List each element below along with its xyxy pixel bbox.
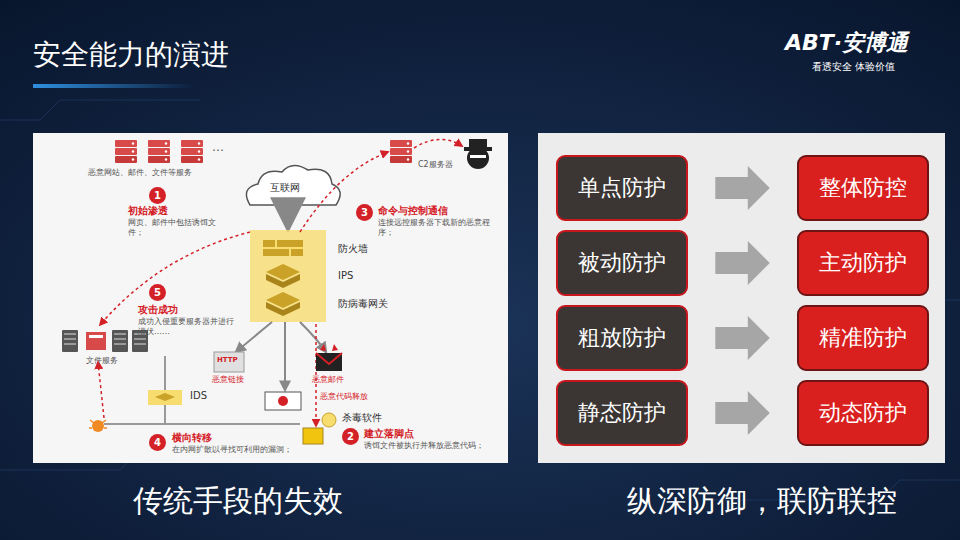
box-text: 粗放防护 [578, 323, 666, 353]
ellipsis: … [212, 140, 224, 155]
target-box: 整体防控 [797, 155, 929, 221]
step-heading: 命令与控制通信 [378, 205, 448, 218]
callout-number: 3 [356, 204, 373, 221]
step-text: 网页、邮件中包括诱饵文件； [128, 218, 228, 238]
step-heading: 横向转移 [172, 432, 212, 445]
icon-label: 文件服务 [86, 356, 118, 366]
step-heading: 攻击成功 [138, 304, 178, 317]
box-text: 被动防护 [578, 248, 666, 278]
box-text: 单点防护 [578, 173, 666, 203]
logo: ABT·安博通 [785, 29, 908, 57]
icon-label: 恶意代码释放 [320, 392, 368, 402]
legacy-box: 单点防护 [556, 155, 688, 221]
device-label: 防病毒网关 [338, 298, 388, 311]
block-arrow [715, 241, 770, 285]
target-box: 主动防护 [797, 230, 929, 296]
slide-title: 安全能力的演进 [33, 36, 229, 74]
icon-text: HTTP [217, 356, 238, 365]
step-text: 在内网扩散以寻找可利用的漏洞； [172, 445, 302, 455]
logo-tagline: 看透安全 体验价值 [812, 61, 895, 74]
box-text: 精准防护 [819, 323, 907, 353]
target-box: 动态防护 [797, 380, 929, 446]
icon-label: 恶意邮件 [312, 375, 344, 385]
panel-caption: 传统手段的失效 [33, 481, 508, 522]
step-text: 连接远控服务器下载新的恶意程序； [378, 218, 496, 238]
target-box: 精准防护 [797, 305, 929, 371]
box-text: 主动防护 [819, 248, 907, 278]
block-arrow [715, 166, 770, 210]
callout-number: 5 [149, 284, 166, 301]
icon-label: 恶意网站、邮件、文件等服务 [88, 168, 192, 178]
block-arrow [715, 391, 770, 435]
callout-number: 2 [342, 428, 359, 445]
panel-caption: 纵深防御，联防联控 [538, 481, 945, 522]
callout-number: 1 [149, 187, 166, 204]
icon-label: 恶意链接 [212, 375, 244, 385]
block-arrow [715, 316, 770, 360]
box-text: 静态防护 [578, 398, 666, 428]
callout-number: 4 [149, 434, 166, 451]
device-label: 杀毒软件 [342, 412, 382, 425]
cloud-label: 互联网 [270, 182, 300, 195]
title-underline [33, 84, 193, 88]
device-label: IPS [338, 270, 353, 283]
legacy-box: 粗放防护 [556, 305, 688, 371]
box-text: 动态防护 [819, 398, 907, 428]
device-label: 防火墙 [338, 243, 368, 256]
step-heading: 建立落脚点 [364, 428, 414, 441]
step-heading: 初始渗透 [128, 205, 168, 218]
legacy-box: 静态防护 [556, 380, 688, 446]
step-text: 成功入侵重要服务器并进行潜伏…… [138, 317, 238, 337]
legacy-box: 被动防护 [556, 230, 688, 296]
icon-label: C2服务器 [418, 160, 453, 170]
image-panel: 纵深防御，联防联控单点防护整体防控被动防护主动防护粗放防护精准防护静态防护动态防… [538, 133, 945, 463]
device-label: IDS [190, 390, 207, 403]
box-text: 整体防控 [819, 173, 907, 203]
step-text: 诱饵文件被执行并释放恶意代码； [364, 441, 494, 451]
